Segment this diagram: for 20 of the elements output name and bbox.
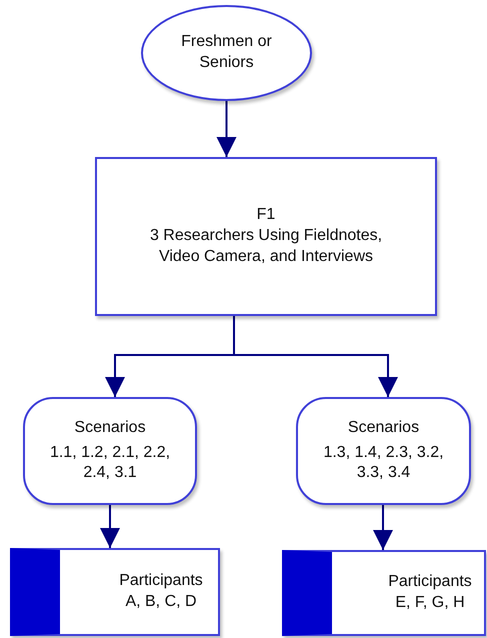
participant-box	[282, 550, 486, 636]
box-heading: Participants	[388, 572, 472, 592]
arrow	[216, 101, 236, 157]
box-heading: Scenarios	[348, 418, 420, 438]
box-text: 1.3, 1.4, 2.3, 3.2, 3.3, 3.4	[322, 442, 445, 484]
box-text: 1.1, 1.2, 2.1, 2.2, 2.4, 3.1	[48, 442, 172, 484]
box-text: Freshmen or Seniors	[180, 32, 273, 73]
box-text: E, F, G, H	[395, 593, 465, 613]
box-heading: F1	[256, 205, 276, 226]
box-text: 3 Researchers Using Fieldnotes, Video Camera, and Interviews	[148, 226, 384, 267]
box-text: A, B, C, D	[125, 592, 197, 612]
box-heading: Scenarios	[74, 418, 146, 438]
scenario-box	[296, 397, 471, 505]
box-heading: Participants	[119, 571, 203, 592]
participant-box	[10, 548, 220, 636]
process-box	[95, 157, 437, 316]
arrow	[100, 505, 120, 548]
arrow	[373, 505, 393, 550]
arrow	[233, 316, 398, 397]
scenario-box	[23, 397, 197, 505]
